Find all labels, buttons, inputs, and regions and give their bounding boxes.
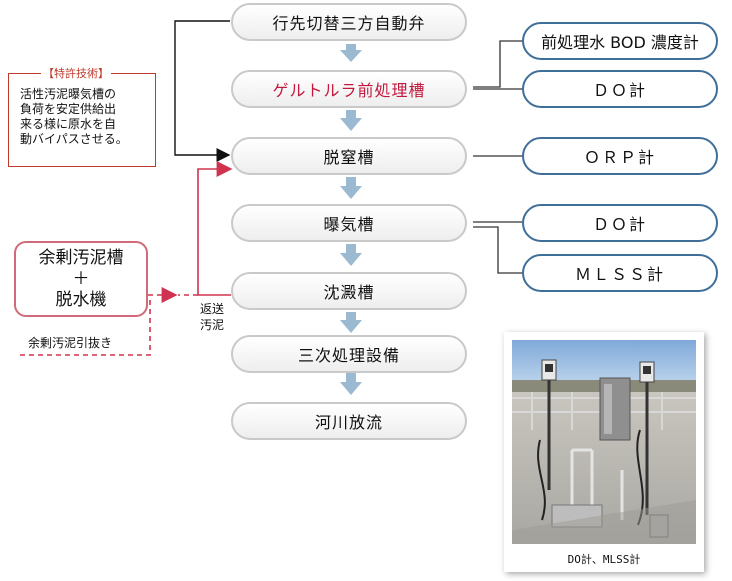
photo-caption: DO計、MLSS計 (567, 553, 641, 566)
down-arrow (340, 244, 362, 266)
patent-line: 来る様に原水を自 (20, 117, 117, 131)
process-label: 沈澱槽 (323, 283, 375, 302)
down-arrow (340, 110, 362, 131)
excess-withdrawal-line (20, 298, 151, 356)
meter-label: 前処理水 BOD 濃度計 (541, 33, 699, 52)
patent-line: 動バイパスさせる。 (20, 132, 128, 146)
meter-label: ＭＬＳＳ計 (574, 265, 665, 284)
meter-orp: ＯＲＰ計 (522, 137, 718, 175)
meter-connector (473, 226, 522, 274)
process-label: 行先切替三方自動弁 (272, 14, 426, 33)
bypass-line (174, 20, 231, 162)
excess-withdrawal-label: 余剰汚泥引抜き (28, 336, 113, 350)
down-arrow (340, 373, 362, 395)
patent-note: 【特許技術】 活性汚泥曝気槽の 負荷を安定供給出 来る様に原水を自 動バイパスさ… (8, 65, 156, 167)
equipment-photo: DO計、MLSS計 (504, 332, 704, 572)
process-label: 河川放流 (314, 413, 383, 432)
down-arrow (340, 44, 362, 62)
return-sludge-label: 返送 (200, 302, 225, 316)
process-label: 三次処理設備 (297, 346, 400, 365)
process-aeration-tank: 曝気槽 (231, 204, 467, 242)
patent-line: 負荷を安定供給出 (20, 102, 117, 116)
meter-mlss: ＭＬＳＳ計 (522, 254, 718, 292)
meter-label: ＤＯ計 (592, 81, 647, 100)
process-label: ゲルトルラ前処理槽 (272, 81, 426, 100)
patent-text: 活性汚泥曝気槽の 負荷を安定供給出 来る様に原水を自 動バイパスさせる。 (20, 87, 154, 147)
process-label: 脱窒槽 (323, 148, 375, 167)
sludge-tank-label: 余剰汚泥槽 (38, 247, 124, 268)
sludge-tank-label: 脱水機 (55, 289, 107, 310)
photo-image (512, 340, 696, 544)
process-sedimentation-tank: 沈澱槽 (231, 272, 467, 310)
return-sludge-line (197, 161, 233, 296)
meter-label: ＯＲＰ計 (583, 148, 656, 167)
process-tertiary-treatment: 三次処理設備 (231, 335, 467, 373)
down-arrow (340, 177, 362, 199)
meter-label: ＤＯ計 (592, 215, 647, 234)
process-three-way-valve: 行先切替三方自動弁 (231, 3, 467, 41)
process-river-discharge: 河川放流 (231, 402, 467, 440)
meter-do-pretreatment: ＤＯ計 (522, 70, 718, 108)
down-arrow (340, 312, 362, 333)
meter-bod: 前処理水 BOD 濃度計 (522, 22, 718, 60)
patent-title: 【特許技術】 (41, 65, 111, 81)
process-pretreatment-tank: ゲルトルラ前処理槽 (231, 70, 467, 108)
meter-connector (473, 40, 522, 88)
patent-line: 活性汚泥曝気槽の (20, 87, 117, 101)
meter-do-aeration: ＤＯ計 (522, 204, 718, 242)
process-denitrification-tank: 脱窒槽 (231, 137, 467, 175)
excess-sludge-tank: 余剰汚泥槽 ＋ 脱水機 (14, 241, 148, 317)
sludge-tank-plus: ＋ (72, 268, 90, 289)
return-sludge-label: 汚泥 (200, 318, 225, 332)
process-label: 曝気槽 (323, 215, 375, 234)
